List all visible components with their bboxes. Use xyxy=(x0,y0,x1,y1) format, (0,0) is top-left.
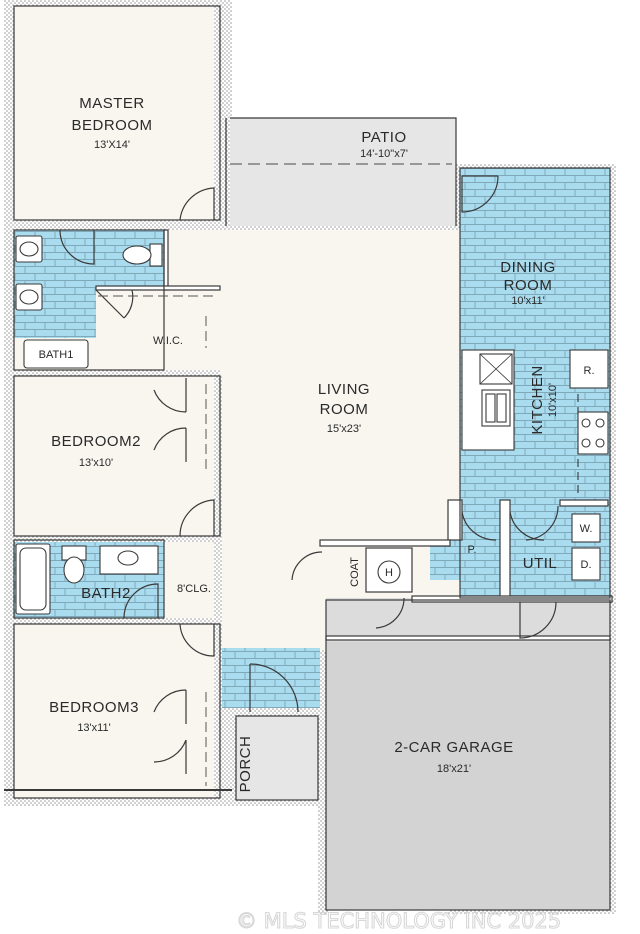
bedroom2-closet-door-a xyxy=(153,378,187,413)
util-door-a xyxy=(509,511,545,541)
master-bedroom-dimensions: 13'X14' xyxy=(94,139,130,151)
bath1-fixtures xyxy=(15,235,163,369)
dryer xyxy=(571,547,601,581)
dryer-label: D. xyxy=(581,559,592,571)
dining-label: DINING xyxy=(500,259,556,276)
garage-dimensions: 18'x21' xyxy=(437,763,471,775)
living-label: LIVING xyxy=(318,381,370,398)
coat-door xyxy=(291,551,323,581)
range xyxy=(577,411,609,455)
master-bedroom-label-2: BEDROOM xyxy=(71,117,152,134)
dining-dimensions: 10'x11' xyxy=(511,295,544,307)
watermark: © MLS TECHNOLOGY INC 2025 xyxy=(236,909,561,933)
patio-dimensions: 14'-10"x7' xyxy=(360,148,408,160)
bedroom3-door xyxy=(179,623,215,657)
bedroom3-label: BEDROOM3 xyxy=(49,699,139,716)
room-labels: MASTER BEDROOM 13'X14' PATIO 14'-10"x7' … xyxy=(39,95,595,792)
refrigerator xyxy=(569,349,609,389)
master-door xyxy=(179,187,215,221)
bedroom2-dimensions: 13'x10' xyxy=(79,457,113,469)
frame-lines xyxy=(4,5,611,911)
living-dimensions: 15'x23' xyxy=(327,423,361,435)
bedroom2-label: BEDROOM2 xyxy=(51,433,141,450)
bedroom2-door xyxy=(179,499,215,537)
garage-label: 2-CAR GARAGE xyxy=(394,739,513,756)
bedroom3-closet-door-b xyxy=(153,739,187,774)
wic-label: W.I.C. xyxy=(153,335,183,347)
bath2-door xyxy=(123,583,159,619)
interior-walls xyxy=(14,0,613,800)
refrigerator-label: R. xyxy=(584,365,595,377)
bath2-label: BATH2 xyxy=(81,585,131,602)
doors xyxy=(59,175,559,774)
bath1-door xyxy=(59,229,95,265)
master-bedroom-label: MASTER xyxy=(79,95,145,112)
porch-floor xyxy=(236,716,318,800)
bedroom3-closet-door-a xyxy=(153,689,187,724)
hall-closet-label: 8'CLG. xyxy=(177,583,211,595)
front-door xyxy=(249,663,299,713)
entry-floor xyxy=(220,648,320,708)
patio-floor xyxy=(230,118,456,226)
kitchen-dimensions: 10'x10' xyxy=(547,383,559,417)
wic-door xyxy=(95,289,134,319)
dining-label-2: ROOM xyxy=(504,277,553,294)
bath1-tub xyxy=(23,339,89,369)
garage-floor xyxy=(326,600,610,910)
pantry-floor xyxy=(430,540,500,580)
coat-label: COAT xyxy=(349,557,361,587)
heater-label: H xyxy=(385,567,393,579)
heater-door xyxy=(375,597,405,629)
kitchen-fixtures xyxy=(377,349,609,584)
water-heater xyxy=(377,560,401,584)
porch-label: PORCH xyxy=(237,736,254,793)
coat-floor xyxy=(344,548,366,596)
washer-label: W. xyxy=(580,523,593,535)
master-bedroom-floor xyxy=(14,6,220,220)
pantry-label: P. xyxy=(468,544,477,556)
sink xyxy=(481,389,511,427)
closet-lines xyxy=(98,295,214,786)
pantry-door xyxy=(461,511,497,541)
patio-door xyxy=(461,175,499,213)
bath2-tub xyxy=(15,543,51,615)
bedroom2-closet-door-b xyxy=(153,427,187,462)
kitchen-label: KITCHEN xyxy=(529,365,546,434)
living-label-2: ROOM xyxy=(320,401,369,418)
bedroom3-dimensions: 13'x11' xyxy=(77,722,110,734)
washer xyxy=(571,513,601,543)
bath2-fixtures xyxy=(15,543,159,615)
bath1-label: BATH1 xyxy=(39,349,74,361)
util-label: UTIL xyxy=(523,555,558,572)
patio-label: PATIO xyxy=(361,129,406,146)
garage-util-door xyxy=(519,601,557,639)
util-door-b xyxy=(525,505,559,541)
